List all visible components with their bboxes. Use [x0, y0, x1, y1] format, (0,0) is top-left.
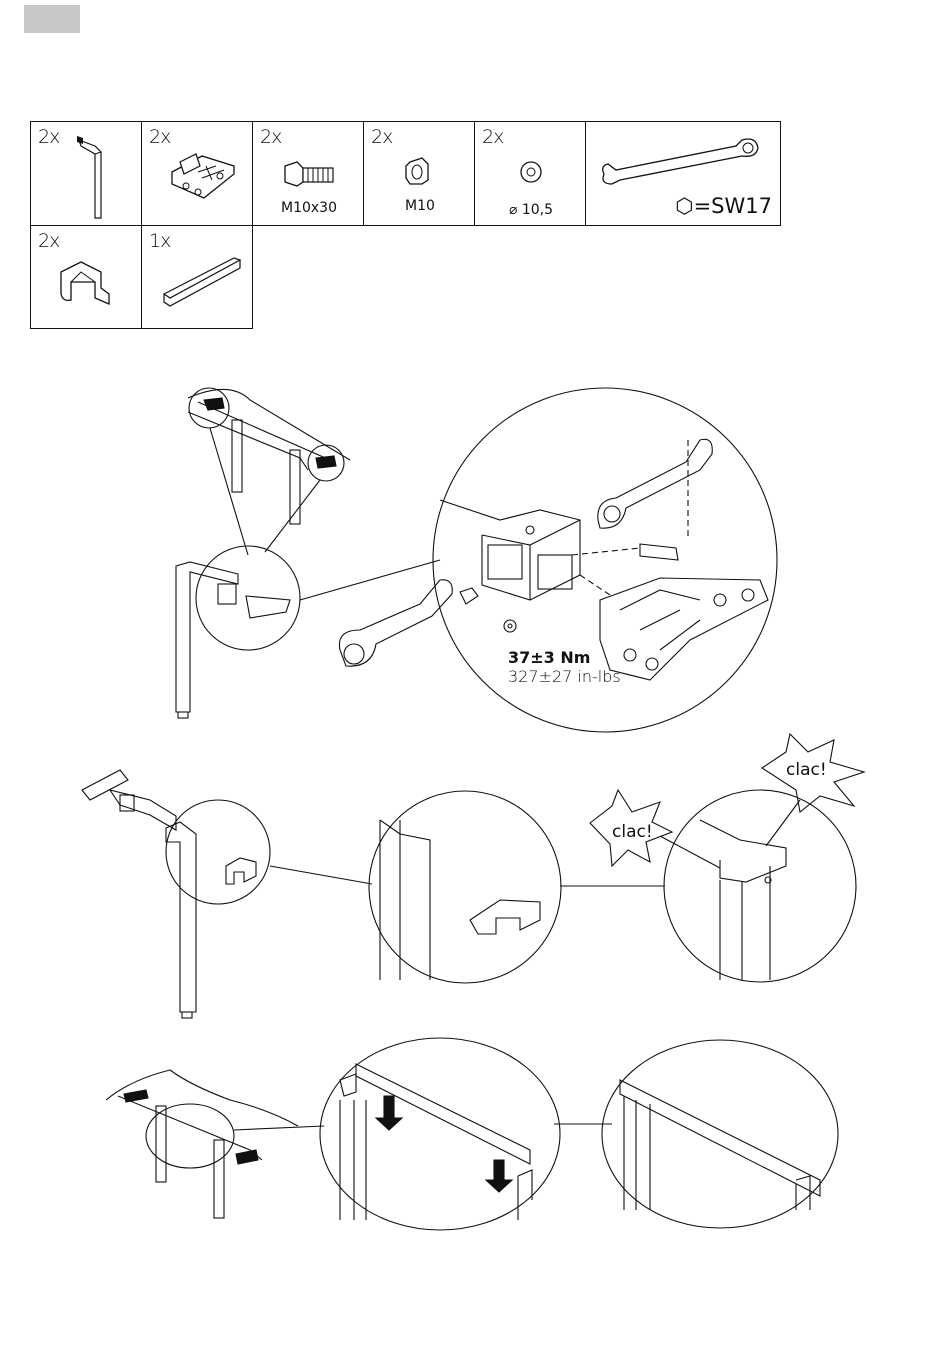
clip-insertion-step [82, 734, 864, 1018]
table-corner-overview [188, 388, 350, 555]
torque-inlbs: 327±27 in-lbs [508, 667, 621, 686]
clac-sound-label-1: clac! [612, 822, 653, 842]
torque-spec: 37±3 Nm 327±27 in-lbs [508, 648, 621, 686]
crossbar-installation-step [106, 1038, 838, 1230]
torque-nm: 37±3 Nm [508, 648, 621, 667]
clac-sound-label-2: clac! [786, 760, 827, 780]
